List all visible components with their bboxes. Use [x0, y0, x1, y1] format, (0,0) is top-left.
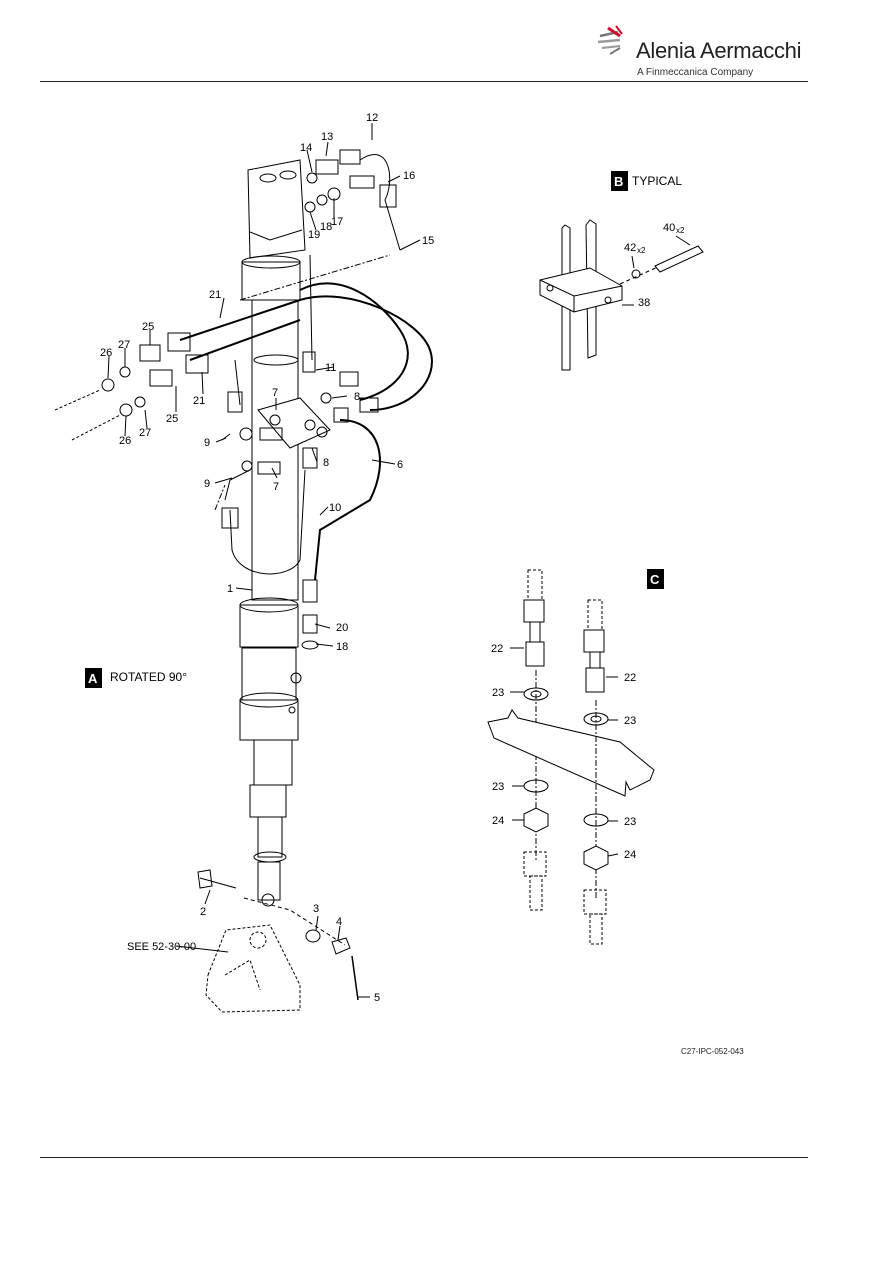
view-c-tag: C	[647, 569, 664, 589]
callout-8b: 8	[323, 457, 329, 469]
callout-3: 3	[313, 903, 319, 915]
detail-c-drawing	[487, 569, 655, 945]
detail-c-callouts: 22 22 23 23 23 23 24 24	[491, 643, 636, 861]
main-view-callouts: 1 2 3 4 5 6 7 7 8 8 9 9 10 11 12 13 14 1…	[100, 112, 434, 1004]
callout-5: 5	[374, 992, 380, 1004]
callout-9a: 9	[204, 437, 210, 449]
view-b-caption: TYPICAL	[632, 174, 682, 188]
callout-10: 10	[329, 502, 341, 514]
callout-25a: 25	[142, 321, 154, 333]
actuator-assembly	[239, 159, 306, 907]
callout-26b: 26	[119, 435, 131, 447]
callout-1: 1	[227, 583, 233, 595]
callout-22a: 22	[491, 643, 503, 655]
callout-24b: 24	[624, 849, 636, 861]
callout-18b: 18	[336, 641, 348, 653]
logo-swoosh-icon	[597, 25, 623, 55]
header-rule	[40, 81, 808, 82]
brand-tagline: A Finmeccanica Company	[637, 67, 754, 78]
callout-38: 38	[638, 297, 650, 309]
view-a-tag: A ROTATED 90°	[85, 668, 187, 688]
callout-14: 14	[300, 142, 312, 154]
drawing-number: C27-IPC-052-043	[681, 1047, 744, 1056]
callout-27b: 27	[139, 427, 151, 439]
callout-8a: 8	[354, 391, 360, 403]
callout-21a: 21	[209, 289, 221, 301]
callout-7b: 7	[273, 481, 279, 493]
see-reference-label: SEE 52-30-00	[127, 941, 196, 953]
callout-12: 12	[366, 112, 378, 124]
callout-42-qty: x2	[637, 246, 646, 255]
view-a-caption: ROTATED 90°	[110, 670, 187, 684]
footer-rule	[40, 1157, 808, 1158]
callout-40: 40	[663, 222, 675, 234]
company-logo	[596, 22, 796, 82]
view-b-tag: B TYPICAL	[611, 171, 682, 191]
callout-9b: 9	[204, 478, 210, 490]
callout-23c: 23	[492, 781, 504, 793]
callout-20: 20	[336, 622, 348, 634]
view-a-letter: A	[88, 671, 98, 686]
callout-23b: 23	[624, 715, 636, 727]
callout-42: 42	[624, 242, 636, 254]
callout-22b: 22	[624, 672, 636, 684]
callout-40-qty: x2	[676, 226, 685, 235]
detail-b-drawing	[539, 219, 704, 371]
callout-18a: 18	[320, 221, 332, 233]
callout-13: 13	[321, 131, 333, 143]
callout-4: 4	[336, 916, 342, 928]
callout-23a: 23	[492, 687, 504, 699]
callout-2: 2	[200, 906, 206, 918]
callout-7a: 7	[272, 387, 278, 399]
callout-26a: 26	[100, 347, 112, 359]
callout-27a: 27	[118, 339, 130, 351]
callout-15: 15	[422, 235, 434, 247]
callout-24a: 24	[492, 815, 504, 827]
callout-25b: 25	[166, 413, 178, 425]
callout-16: 16	[403, 170, 415, 182]
callout-19: 19	[308, 229, 320, 241]
brand-name: Alenia Aermacchi	[636, 38, 802, 63]
view-c-letter: C	[650, 572, 660, 587]
callout-21b: 21	[193, 395, 205, 407]
view-b-letter: B	[614, 174, 623, 189]
callout-6: 6	[397, 459, 403, 471]
callout-11: 11	[325, 362, 336, 374]
callout-17: 17	[331, 216, 343, 228]
callout-23d: 23	[624, 816, 636, 828]
detail-b-callouts: 40 x2 42 x2 38	[624, 222, 685, 309]
